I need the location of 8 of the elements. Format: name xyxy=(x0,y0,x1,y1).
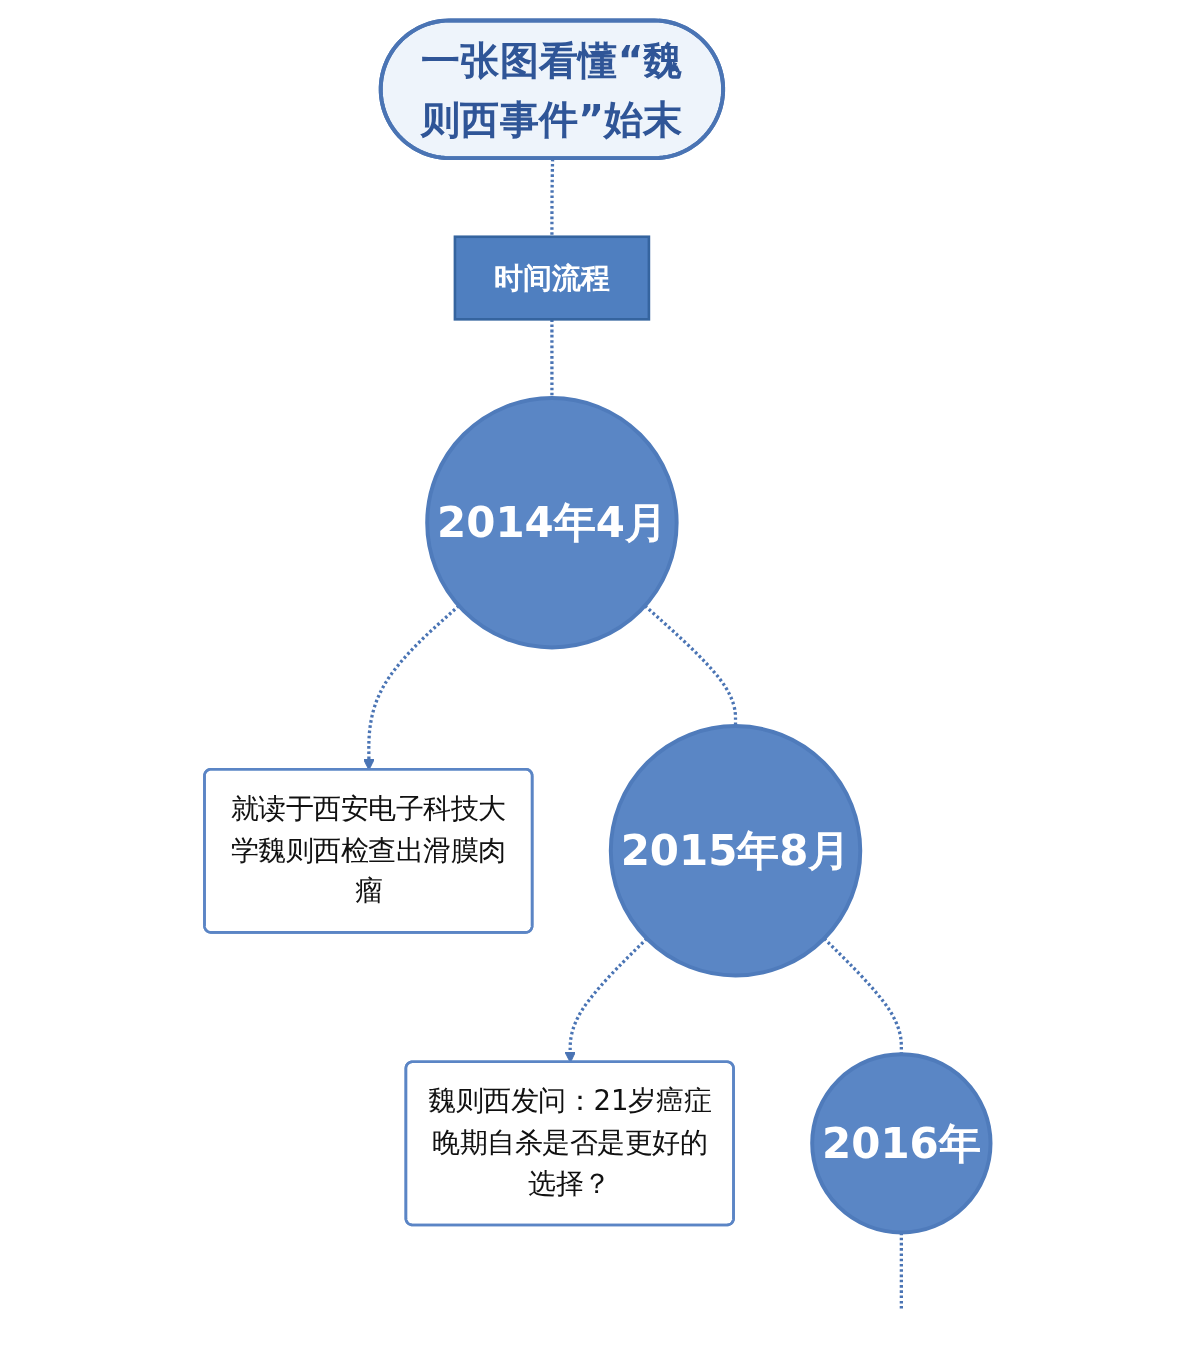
connector xyxy=(550,158,555,237)
node-circle: 2014年4月 xyxy=(425,396,679,650)
node-circle: 2015年8月 xyxy=(608,724,863,978)
connector xyxy=(899,1232,903,1312)
connector xyxy=(643,604,738,727)
connector xyxy=(550,319,554,398)
node-box: 时间流程 xyxy=(453,235,651,321)
node-circle: 2016年 xyxy=(810,1052,993,1235)
